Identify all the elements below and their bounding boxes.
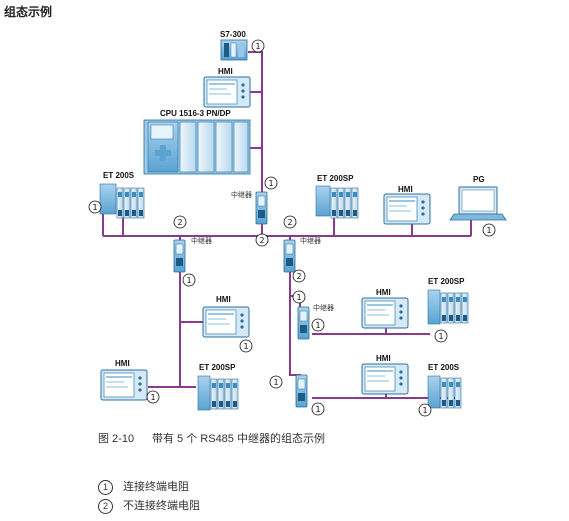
figure-number: 图 2-10 xyxy=(98,433,135,445)
svg-text:HMI: HMI xyxy=(376,354,391,363)
repeater-top: 中继器 xyxy=(231,190,268,225)
svg-text:CPU 1516-3 PN/DP: CPU 1516-3 PN/DP xyxy=(160,109,231,118)
svg-text:ET 200S: ET 200S xyxy=(103,171,135,180)
marker-1-s7: 1 xyxy=(251,39,265,53)
repeater-right-2 xyxy=(295,374,308,408)
svg-text:S7-300: S7-300 xyxy=(220,30,246,39)
svg-text:ET 200SP: ET 200SP xyxy=(199,363,236,372)
marker-2-left-top: 2 xyxy=(173,215,187,229)
svg-text:1: 1 xyxy=(315,405,320,414)
hmi-middle-top: HMI xyxy=(383,185,431,225)
svg-text:中继器: 中继器 xyxy=(313,303,334,312)
marker-1-hmi-left-middle: 1 xyxy=(239,339,253,353)
hmi-right-middle: HMI xyxy=(361,288,409,329)
hmi-bottom-left: HMI xyxy=(100,359,148,401)
svg-text:1: 1 xyxy=(268,179,273,188)
marker-1-repeater-right-1: 1 xyxy=(292,290,306,304)
svg-text:1: 1 xyxy=(438,332,443,341)
legend-text-1: 连接终端电阻 xyxy=(123,481,189,493)
figure-caption: 图 2-10 带有 5 个 RS485 中继器的组态示例 xyxy=(98,430,325,446)
hmi-left-middle: HMI xyxy=(202,295,250,338)
svg-text:1: 1 xyxy=(315,321,320,330)
figure-caption-text: 带有 5 个 RS485 中继器的组态示例 xyxy=(152,433,325,445)
et200sp-right-middle: ET 200SP xyxy=(427,277,469,325)
marker-1-et200s-right-bottom: 1 xyxy=(418,403,432,417)
hmi-right-bottom: HMI xyxy=(361,354,409,395)
svg-text:1: 1 xyxy=(243,342,248,351)
marker-2-right-top: 2 xyxy=(283,215,297,229)
svg-text:1: 1 xyxy=(486,226,491,235)
marker-1-repeater-left: 1 xyxy=(182,273,196,287)
svg-text:1: 1 xyxy=(186,276,191,285)
svg-text:中继器: 中继器 xyxy=(231,190,252,199)
svg-text:HMI: HMI xyxy=(115,359,130,368)
legend-symbol-2: 2 xyxy=(98,498,113,514)
legend-item-2: 2 不连接终端电阻 xyxy=(98,497,200,514)
et200s-left: ET 200S xyxy=(99,171,145,219)
et200sp-bottom-left: ET 200SP xyxy=(197,363,239,411)
svg-text:HMI: HMI xyxy=(216,295,231,304)
et200sp-top: ET 200SP xyxy=(315,174,359,219)
legend-symbol-1: 1 xyxy=(98,479,113,495)
svg-text:2: 2 xyxy=(296,272,301,281)
svg-text:1: 1 xyxy=(255,42,260,51)
svg-text:HMI: HMI xyxy=(376,288,391,297)
legend-text-2: 不连接终端电阻 xyxy=(123,500,200,512)
svg-text:2: 2 xyxy=(259,236,264,245)
repeater-right-1: 中继器 xyxy=(297,303,334,340)
marker-1-repeater-right-1b: 1 xyxy=(311,318,325,332)
svg-text:1: 1 xyxy=(296,293,301,302)
marker-1-et200s-left: 1 xyxy=(88,200,102,214)
svg-text:1: 1 xyxy=(92,203,97,212)
marker-2-repeater-top: 2 xyxy=(255,233,269,247)
svg-text:中继器: 中继器 xyxy=(191,236,212,245)
page-title: 组态示例 xyxy=(4,5,53,19)
svg-text:HMI: HMI xyxy=(218,67,233,76)
svg-text:HMI: HMI xyxy=(398,185,413,194)
s7-300-device: S7-300 xyxy=(220,30,248,61)
marker-1-pg: 1 xyxy=(482,223,496,237)
repeater-right: 中继器 xyxy=(283,236,321,273)
pg-laptop: PG xyxy=(449,175,507,221)
marker-1-repeater-right-2b: 1 xyxy=(311,402,325,416)
marker-1-hmi-bottom-left: 1 xyxy=(146,390,160,404)
svg-text:1: 1 xyxy=(273,378,278,387)
marker-1-et200sp-right-middle: 1 xyxy=(434,329,448,343)
svg-text:ET 200SP: ET 200SP xyxy=(428,277,465,286)
svg-text:中继器: 中继器 xyxy=(300,236,321,245)
svg-text:2: 2 xyxy=(287,218,292,227)
svg-text:1: 1 xyxy=(422,406,427,415)
svg-text:ET 200SP: ET 200SP xyxy=(317,174,354,183)
repeater-left: 中继器 xyxy=(173,236,212,273)
marker-1-repeater-top: 1 xyxy=(264,176,278,190)
marker-1-repeater-right-2: 1 xyxy=(269,375,283,389)
marker-2-repeater-right: 2 xyxy=(292,269,306,283)
legend-item-1: 1 连接终端电阻 xyxy=(98,478,189,495)
hmi-top: HMI xyxy=(203,67,251,108)
svg-text:ET 200S: ET 200S xyxy=(428,363,460,372)
et200s-right-bottom: ET 200S xyxy=(427,363,462,409)
svg-text:2: 2 xyxy=(177,218,182,227)
svg-text:1: 1 xyxy=(150,393,155,402)
svg-text:PG: PG xyxy=(473,175,485,184)
cpu-1516-device: CPU 1516-3 PN/DP xyxy=(143,109,251,175)
